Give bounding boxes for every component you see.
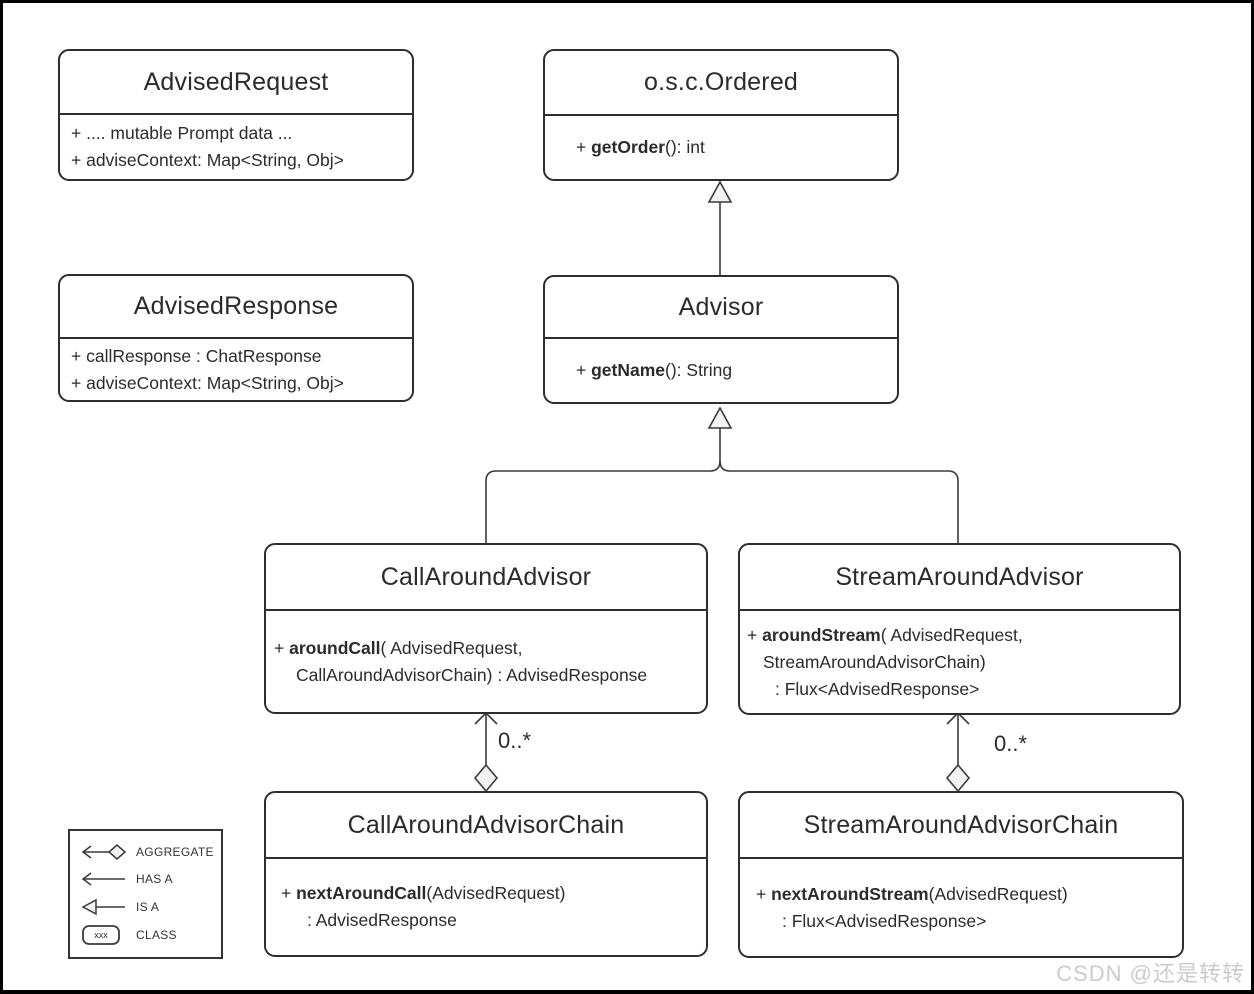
class-members-advised-request: + .... mutable Prompt data ... + adviseC… [60,115,412,179]
method-visibility: + [747,624,763,645]
attribute-line: + adviseContext: Map<String, Obj> [71,372,344,393]
method-line: + nextAroundStream(AdvisedRequest) [756,881,1176,908]
class-title-call-around-advisor-chain: CallAroundAdvisorChain [266,793,706,859]
watermark: CSDN @还是转转 [1056,961,1245,986]
connector-overlay [473,180,971,793]
method-name: aroundStream [762,624,881,645]
class-box-stream-around-advisor: StreamAroundAdvisor + aroundStream( Advi… [738,543,1181,715]
legend-row-is-a: IS A [80,897,213,917]
method-line: + nextAroundCall(AdvisedRequest) [281,880,700,907]
has-a-arrow-icon [81,872,125,886]
legend-label: HAS A [136,872,173,887]
method-line: + getOrder(): int [576,134,891,161]
class-icon: xxx [82,924,120,945]
legend-label: AGGREGATE [136,845,214,860]
attribute-line: + callResponse : ChatResponse [71,345,322,366]
class-members-advised-response: + callResponse : ChatResponse + adviseCo… [60,339,412,400]
method-visibility: + [274,637,290,658]
method-visibility: + [576,360,592,380]
multiplicity-label-call: 0..* [498,728,532,753]
method-line-continuation: : Flux<AdvisedResponse> [782,910,987,931]
class-members-call-around-advisor: + aroundCall( AdvisedRequest, CallAround… [266,611,706,712]
class-box-advised-request: AdvisedRequest + .... mutable Prompt dat… [58,49,414,181]
method-signature: ( AdvisedRequest, [880,624,1023,645]
method-signature: ( AdvisedRequest, [380,637,523,658]
class-title-stream-around-advisor-chain: StreamAroundAdvisorChain [740,793,1182,859]
class-title-ordered: o.s.c.Ordered [545,51,897,116]
is-a-triangle-icon [81,898,125,915]
aggregate-diamond-stream [945,763,971,793]
method-visibility: + [756,883,772,904]
method-name: nextAroundStream [771,883,929,904]
class-members-stream-around-advisor-chain: + nextAroundStream(AdvisedRequest) : Flu… [740,859,1182,956]
class-box-call-around-advisor-chain: CallAroundAdvisorChain + nextAroundCall(… [264,791,708,957]
class-title-stream-around-advisor: StreamAroundAdvisor [740,545,1179,611]
method-signature: (): String [665,360,733,380]
class-icon-text: xxx [94,930,108,940]
legend-row-aggregate: AGGREGATE [80,842,214,862]
isa-triangle-advisor [707,406,733,429]
aggregate-diamond-call [473,763,499,793]
class-title-advised-response: AdvisedResponse [60,276,412,339]
multiplicity-label-stream: 0..* [994,731,1028,756]
legend-box: AGGREGATE HAS A IS A xxx CLASS [68,829,223,959]
attribute-line: + adviseContext: Map<String, Obj> [71,150,344,170]
method-visibility: + [576,137,592,157]
method-signature: (): int [665,137,705,157]
method-name: aroundCall [289,637,381,658]
method-signature: (AdvisedRequest) [426,883,566,903]
attribute-line: + .... mutable Prompt data ... [71,123,293,143]
method-line: + aroundStream( AdvisedRequest, [747,622,1173,649]
class-members-call-around-advisor-chain: + nextAroundCall(AdvisedRequest) : Advis… [266,859,706,955]
legend-row-class: xxx CLASS [80,924,213,946]
aggregate-icon [81,844,127,861]
class-box-call-around-advisor: CallAroundAdvisor + aroundCall( AdvisedR… [264,543,708,714]
class-members-stream-around-advisor: + aroundStream( AdvisedRequest, StreamAr… [740,611,1179,713]
class-box-advisor: Advisor + getName(): String [543,275,899,404]
class-title-advised-request: AdvisedRequest [60,51,412,115]
isa-branch-stream-around-advisor [719,460,959,545]
method-line-continuation: : Flux<AdvisedResponse> [775,678,980,699]
method-line: + getName(): String [576,357,891,384]
isa-triangle-ordered [707,180,733,203]
legend-row-has-a: HAS A [80,869,213,889]
class-box-advised-response: AdvisedResponse + callResponse : ChatRes… [58,274,414,402]
method-visibility: + [281,883,297,903]
class-title-advisor: Advisor [545,277,897,339]
legend-label: CLASS [136,927,177,942]
class-title-call-around-advisor: CallAroundAdvisor [266,545,706,611]
method-line-continuation: CallAroundAdvisorChain) : AdvisedRespons… [296,664,648,685]
class-box-stream-around-advisor-chain: StreamAroundAdvisorChain + nextAroundStr… [738,791,1184,958]
isa-branch-call-around-advisor [485,460,721,545]
method-signature: (AdvisedRequest) [928,883,1068,904]
method-line-continuation: : AdvisedResponse [307,910,457,930]
legend-label: IS A [136,899,160,914]
method-name: getName [591,360,666,380]
class-members-advisor: + getName(): String [545,339,897,402]
class-box-ordered: o.s.c.Ordered + getOrder(): int [543,49,899,181]
method-line: + aroundCall( AdvisedRequest, [274,635,700,662]
class-members-ordered: + getOrder(): int [545,116,897,179]
method-name: nextAroundCall [296,883,427,903]
method-name: getOrder [591,137,665,157]
method-line-continuation: StreamAroundAdvisorChain) [763,651,986,672]
